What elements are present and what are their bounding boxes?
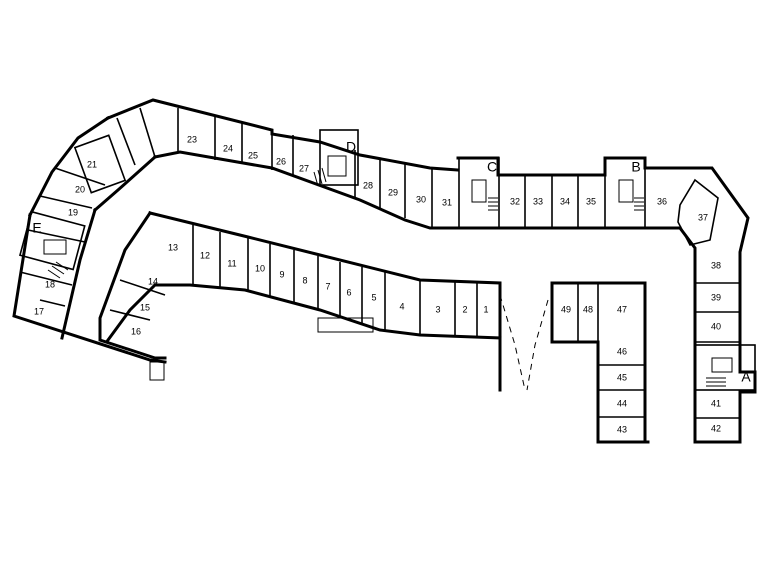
stairs-icon bbox=[634, 197, 644, 211]
unit-4-label: 4 bbox=[399, 301, 404, 311]
unit-32-label: 32 bbox=[510, 196, 520, 206]
unit-16-label: 16 bbox=[131, 326, 141, 336]
unit-49-label: 49 bbox=[561, 304, 571, 314]
unit-44-label: 44 bbox=[617, 398, 627, 408]
unit-24-label: 24 bbox=[223, 143, 233, 153]
elevator-icon bbox=[618, 179, 634, 203]
unit-20-label: 20 bbox=[75, 184, 85, 194]
unit-36-label: 36 bbox=[657, 196, 667, 206]
unit-13-label: 13 bbox=[168, 242, 178, 252]
stairs-icon bbox=[706, 377, 726, 387]
unit-17-label: 17 bbox=[34, 306, 44, 316]
unit-12-label: 12 bbox=[200, 250, 210, 260]
unit-23-label: 23 bbox=[187, 134, 197, 144]
unit-7-label: 7 bbox=[325, 281, 330, 291]
elevator-icon bbox=[471, 179, 487, 203]
unit-9-label: 9 bbox=[279, 269, 284, 279]
unit-42-label: 42 bbox=[711, 423, 721, 433]
unit-21-label: 21 bbox=[87, 159, 97, 169]
unit-1-label: 1 bbox=[483, 304, 488, 314]
elevator-icon bbox=[711, 357, 733, 373]
unit-25-label: 25 bbox=[248, 150, 258, 160]
unit-45-label: 45 bbox=[617, 372, 627, 382]
unit-35-label: 35 bbox=[586, 196, 596, 206]
unit-11-label: 11 bbox=[227, 258, 236, 268]
unit-26-label: 26 bbox=[276, 156, 286, 166]
unit-41-label: 41 bbox=[711, 398, 721, 408]
unit-18-label: 18 bbox=[45, 279, 55, 289]
stairs-icon bbox=[47, 261, 69, 279]
unit-partitions bbox=[18, 107, 756, 419]
unit-48-label: 48 bbox=[583, 304, 593, 314]
unit-5-label: 5 bbox=[371, 292, 376, 302]
unit-10-label: 10 bbox=[255, 263, 265, 273]
unit-labels: 1 2 3 4 5 6 7 8 9 10 11 12 13 14 15 16 1… bbox=[34, 134, 721, 434]
elevator-icon bbox=[43, 239, 67, 255]
unit-46-label: 46 bbox=[617, 346, 627, 356]
unit-3-label: 3 bbox=[435, 304, 440, 314]
unit-2-label: 2 bbox=[462, 304, 467, 314]
unit-40-label: 40 bbox=[711, 321, 721, 331]
unit-27-label: 27 bbox=[299, 163, 309, 173]
core-b-label: B bbox=[631, 159, 640, 175]
unit-28-label: 28 bbox=[363, 180, 373, 190]
unit-38-label: 38 bbox=[711, 260, 721, 270]
unit-19-label: 19 bbox=[68, 207, 78, 217]
core-d-label: D bbox=[346, 139, 356, 155]
core-labels: A B C D E bbox=[32, 139, 751, 385]
core-e-label: E bbox=[32, 220, 41, 236]
core-a-label: A bbox=[741, 369, 751, 385]
unit-30-label: 30 bbox=[416, 194, 426, 204]
unit-31-label: 31 bbox=[442, 197, 452, 207]
stairs-icon bbox=[313, 167, 327, 187]
unit-47-label: 47 bbox=[617, 304, 627, 314]
unit-8-label: 8 bbox=[302, 275, 307, 285]
unit-34-label: 34 bbox=[560, 196, 570, 206]
elevator-icon bbox=[327, 155, 347, 177]
stair-icons bbox=[43, 155, 733, 387]
unit-6-label: 6 bbox=[346, 287, 351, 297]
unit-33-label: 33 bbox=[533, 196, 543, 206]
unit-39-label: 39 bbox=[711, 292, 721, 302]
unit-37-label: 37 bbox=[698, 212, 708, 222]
unit-29-label: 29 bbox=[388, 187, 398, 197]
unit-14-label: 14 bbox=[148, 276, 158, 286]
unit-15-label: 15 bbox=[140, 302, 150, 312]
unit-43-label: 43 bbox=[617, 424, 627, 434]
core-c-label: C bbox=[487, 159, 497, 175]
stairs-icon bbox=[488, 197, 498, 211]
